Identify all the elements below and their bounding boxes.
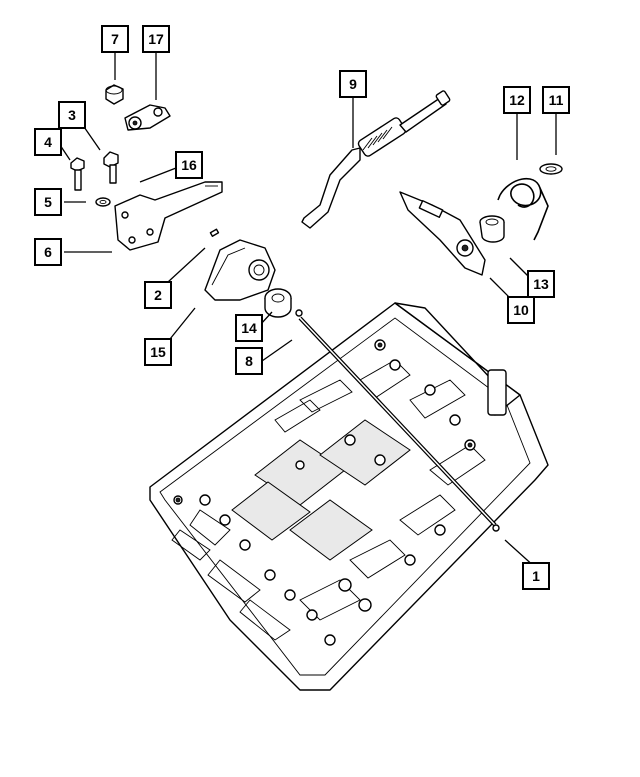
part-13-sleeve — [479, 215, 505, 243]
callout-label-8: 8 — [245, 353, 253, 369]
callout-1: 1 — [522, 562, 550, 590]
callout-17: 17 — [142, 25, 170, 53]
callout-6: 6 — [34, 238, 62, 266]
callout-11: 11 — [542, 86, 570, 114]
callout-label-2: 2 — [154, 287, 162, 303]
callout-label-16: 16 — [181, 157, 197, 173]
callout-label-4: 4 — [44, 134, 52, 150]
callout-9: 9 — [339, 70, 367, 98]
callout-7: 7 — [101, 25, 129, 53]
callout-label-7: 7 — [111, 31, 119, 47]
callout-8: 8 — [235, 347, 263, 375]
part-17-bracket — [124, 104, 171, 131]
callout-12: 12 — [503, 86, 531, 114]
callout-label-12: 12 — [509, 92, 525, 108]
callout-label-10: 10 — [513, 302, 529, 318]
callout-label-6: 6 — [44, 244, 52, 260]
callout-4: 4 — [34, 128, 62, 156]
part-11-washer — [539, 163, 563, 175]
part-14-bushing — [264, 288, 292, 318]
valve-body-housing — [149, 302, 549, 691]
part-15-detent-lever — [204, 239, 276, 301]
callout-15: 15 — [144, 338, 172, 366]
part-4-bolt — [70, 157, 85, 191]
part-12-torsion-spring — [497, 177, 549, 241]
callout-10: 10 — [507, 296, 535, 324]
part-5-washer — [95, 197, 111, 207]
part-10-shift-arm — [399, 191, 486, 276]
callout-label-13: 13 — [533, 276, 549, 292]
callout-14: 14 — [235, 314, 263, 342]
callout-label-9: 9 — [349, 76, 357, 92]
callout-label-1: 1 — [532, 568, 540, 584]
callout-label-17: 17 — [148, 31, 164, 47]
part-7-nut — [105, 84, 124, 105]
callout-label-15: 15 — [150, 344, 166, 360]
callout-label-3: 3 — [68, 107, 76, 123]
callout-label-5: 5 — [44, 194, 52, 210]
callout-16: 16 — [175, 151, 203, 179]
part-3-bolt — [103, 151, 119, 184]
callout-2: 2 — [144, 281, 172, 309]
callout-label-11: 11 — [549, 92, 564, 108]
callout-13: 13 — [527, 270, 555, 298]
callout-label-14: 14 — [241, 320, 257, 336]
callout-3: 3 — [58, 101, 86, 129]
part-2-pin — [209, 228, 220, 237]
part-9-shift-linkage — [301, 90, 451, 229]
part-6-16-lever-bracket — [114, 181, 223, 251]
callout-5: 5 — [34, 188, 62, 216]
